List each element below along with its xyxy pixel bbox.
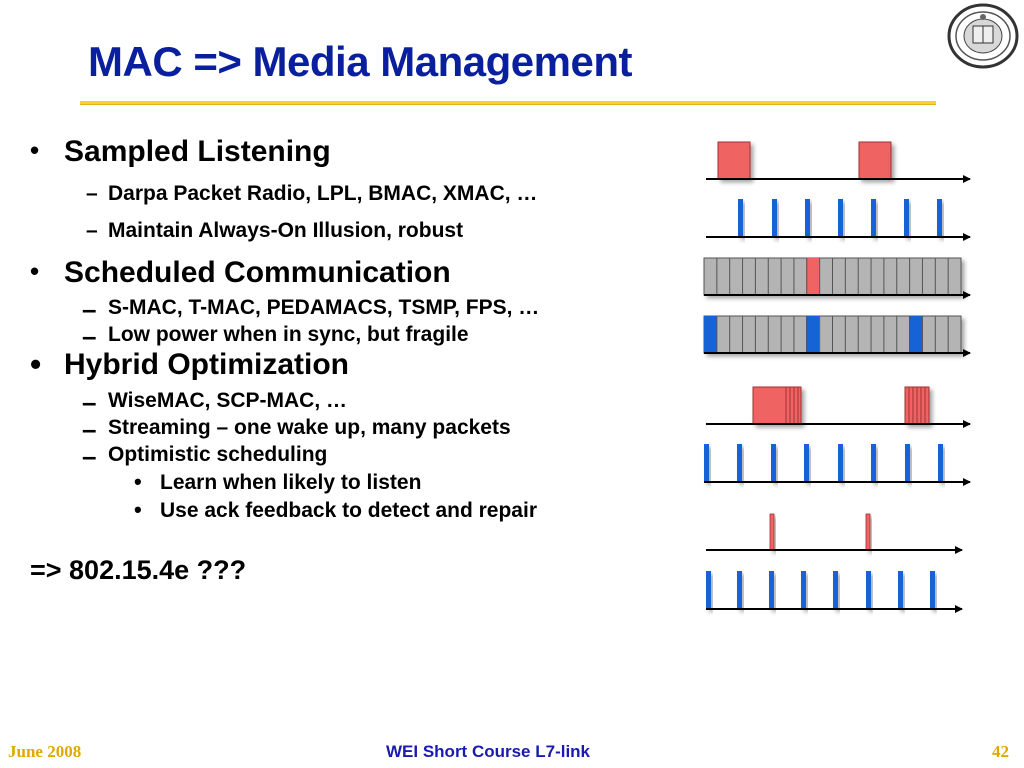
subbullet-text: Streaming – one wake up, many packets (108, 416, 511, 439)
packet-block (717, 141, 751, 180)
subbullet-text: Darpa Packet Radio, LPL, BMAC, XMAC, … (108, 182, 538, 205)
bullet-text: Sampled Listening (64, 135, 331, 168)
listen-slot (806, 316, 819, 353)
title-underline (80, 101, 936, 104)
listen-pulse (838, 444, 843, 482)
bullet-dot: • (30, 256, 40, 286)
listen-pulse (771, 444, 776, 482)
subbullet: – WiseMAC, SCP-MAC, … (82, 387, 347, 417)
listen-pulse (738, 199, 743, 237)
bullet-dash: – (86, 219, 98, 242)
subbullet: – Optimistic scheduling (82, 441, 328, 471)
listen-slot (909, 316, 922, 353)
slot-dividers (716, 258, 949, 295)
listen-pulse (704, 444, 709, 482)
bullet-scheduled-communication: • Scheduled Communication (30, 256, 451, 290)
bullet-hybrid-optimization: • Hybrid Optimization (30, 346, 349, 382)
listen-pulse (772, 199, 777, 237)
subbullet-text: Maintain Always-On Illusion, robust (108, 219, 464, 242)
subbullet-text: Optimistic scheduling (108, 443, 328, 466)
subbullet: – Darpa Packet Radio, LPL, BMAC, XMAC, … (86, 182, 538, 206)
listen-pulse (706, 571, 711, 609)
bullet-dot: • (30, 135, 40, 165)
subbullet-text: WiseMAC, SCP-MAC, … (108, 389, 347, 412)
listen-pulse (838, 199, 843, 237)
active-tx-slot (806, 258, 819, 295)
listen-pulse (904, 199, 909, 237)
listen-pulse (871, 199, 876, 237)
slot-dividers (716, 316, 949, 353)
subbullet: – Streaming – one wake up, many packets (82, 414, 511, 444)
short-packet (769, 513, 775, 551)
packet-block (858, 141, 892, 180)
bullet-sampled-listening: • Sampled Listening (30, 135, 331, 169)
university-seal-icon (947, 3, 1019, 69)
listen-pulse (938, 444, 943, 482)
listen-pulse (805, 199, 810, 237)
optimistic-tx-row (706, 513, 963, 554)
bullet-dot: • (134, 497, 142, 522)
subbullet: – Low power when in sync, but fragile (82, 321, 469, 351)
listen-pulse (737, 571, 742, 609)
bullet-dash: – (82, 321, 97, 351)
bullet-dash: – (82, 441, 97, 471)
listen-pulse (804, 444, 809, 482)
listen-pulse (871, 444, 876, 482)
listen-pulse (737, 444, 742, 482)
subbullet-text: Low power when in sync, but fragile (108, 323, 469, 346)
bullet-dot: • (30, 346, 42, 382)
footer-page-number: 42 (992, 742, 1009, 761)
listen-pulse (769, 571, 774, 609)
listen-pulse (866, 571, 871, 609)
short-packet (865, 513, 871, 551)
subsubbullet: • Learn when likely to listen (134, 469, 422, 495)
scheduled-rx-slot-row (703, 315, 962, 354)
footer-course: WEI Short Course L7-link (386, 742, 591, 761)
listen-pulse (898, 571, 903, 609)
bullet-dash: – (82, 414, 97, 444)
subsubbullet: • Use ack feedback to detect and repair (134, 497, 537, 523)
subsubbullet-text: Learn when likely to listen (160, 471, 422, 494)
listen-pulse (937, 199, 942, 237)
optimistic-rx-row (706, 571, 963, 613)
listen-pulse (833, 571, 838, 609)
hybrid-tx-row (706, 386, 971, 428)
listen-pulse (905, 444, 910, 482)
bullet-dot: • (134, 469, 142, 494)
scheduled-tx-slot-row (703, 257, 962, 296)
bullet-text: Scheduled Communication (64, 256, 451, 289)
listen-pulse (930, 571, 935, 609)
footer-date: June 2008 (8, 742, 82, 761)
listen-slot (704, 316, 717, 353)
hybrid-rx-row (704, 444, 971, 486)
slide-title: MAC => Media Management (88, 38, 632, 85)
bullet-dash: – (86, 182, 98, 205)
subbullet: – Maintain Always-On Illusion, robust (86, 219, 464, 243)
bullet-text: Hybrid Optimization (64, 348, 349, 381)
conclusion-text: => 802.15.4e ??? (30, 555, 247, 585)
subbullet: – S-MAC, T-MAC, PEDAMACS, TSMP, FPS, … (82, 294, 540, 324)
subsubbullet-text: Use ack feedback to detect and repair (160, 499, 537, 522)
bullet-dash: – (82, 294, 97, 324)
sampled-listening-rx-row (706, 199, 971, 241)
listen-pulse (801, 571, 806, 609)
bullet-dash: – (82, 387, 97, 417)
subbullet-text: S-MAC, T-MAC, PEDAMACS, TSMP, FPS, … (108, 296, 540, 319)
sampled-listening-tx-row (706, 141, 971, 183)
